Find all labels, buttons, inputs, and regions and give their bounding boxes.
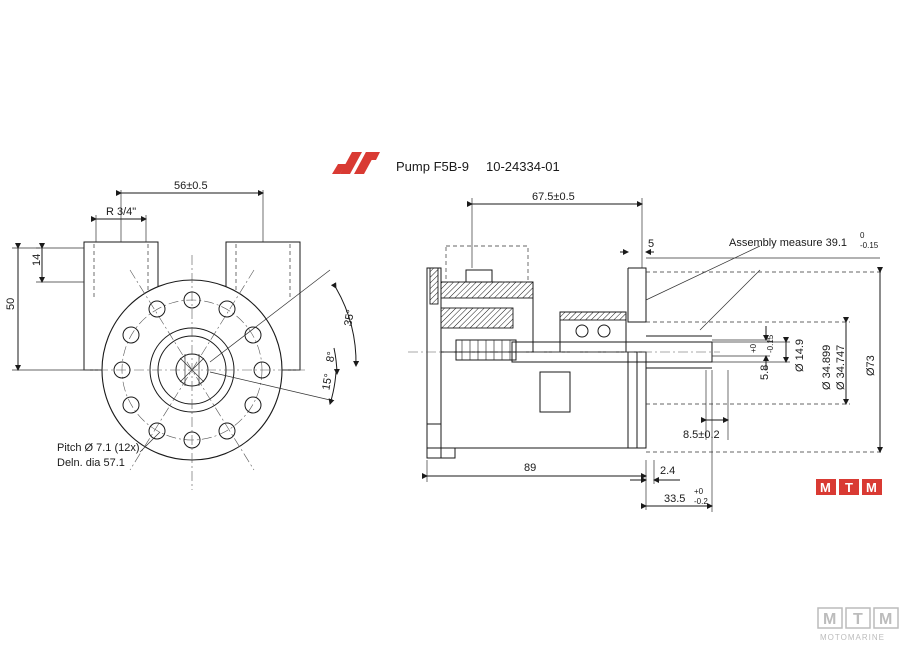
angle-8: 8° — [324, 351, 338, 363]
angle-35: 35° — [342, 309, 357, 327]
watermark-letter: T — [853, 611, 863, 628]
dim-89: 89 — [524, 462, 536, 474]
badge-letter: T — [845, 480, 853, 495]
side-section-view: 67.5±0.5 5 Assembly measure 39.1 0 -0.15… — [408, 191, 884, 512]
dim-height-50: 50 — [5, 298, 17, 310]
watermark-subtitle: MOTOMARINE — [820, 633, 885, 642]
brand-logo — [332, 152, 380, 174]
bolt-hole — [218, 300, 236, 318]
cover-hidden — [445, 245, 529, 283]
dim-length-67-5: 67.5±0.5 — [532, 191, 575, 203]
bolt-hole — [122, 326, 140, 344]
dim-5-8-tol-lower: -0.15 — [766, 334, 775, 353]
cover-screw — [465, 269, 493, 283]
assembly-tol-lower: -0.15 — [860, 241, 879, 250]
motomarine-watermark: M T M MOTOMARINE — [817, 607, 899, 642]
dim-port-spacing: 56±0.5 — [174, 180, 208, 192]
dim-shaft-dia: Ø 14.9 — [794, 339, 806, 372]
badge-letter: M — [820, 480, 831, 495]
front-view: 56±0.5 R 3/4" 14 50 35° 8° 15° Pitch Ø 7… — [5, 180, 360, 490]
dim-height-14: 14 — [31, 254, 43, 266]
drive-bracket — [627, 267, 647, 323]
deln-note: Deln. dia 57.1 — [57, 457, 125, 469]
dim-33-5-tol-upper: +0 — [694, 487, 704, 496]
dim-2-4: 2.4 — [660, 465, 675, 477]
dim-bore-max: Ø 34.899 — [821, 345, 833, 390]
mtm-badge: M T M — [816, 479, 882, 495]
dim-5-8-tol-upper: +0 — [749, 343, 758, 353]
bolt-hole — [148, 300, 166, 318]
dim-outer-dia: Ø73 — [865, 355, 877, 376]
dim-33-5: 33.5 — [664, 493, 685, 505]
watermark-letter: M — [823, 611, 836, 628]
bolt-hole — [218, 422, 236, 440]
bolt-hole — [148, 422, 166, 440]
housing-body — [440, 351, 638, 449]
dim-bore-min: Ø 34.747 — [835, 345, 847, 390]
bolt-hole — [122, 396, 140, 414]
part-number: 10-24334-01 — [486, 159, 560, 174]
watermark-letter: M — [879, 611, 892, 628]
dim-33-5-tol-lower: -0.2 — [694, 497, 708, 506]
pump-model-title: Pump F5B-9 — [396, 159, 469, 174]
dim-5-8: 5.8 — [759, 365, 771, 380]
bolt-hole — [244, 396, 262, 414]
dim-5: 5 — [648, 238, 654, 250]
assembly-tol-upper: 0 — [860, 231, 865, 240]
angle-15: 15° — [320, 373, 335, 391]
assembly-measure: Assembly measure 39.1 — [729, 237, 847, 249]
bolt-holes — [113, 291, 271, 449]
dim-thread: R 3/4" — [106, 206, 136, 218]
pitch-note: Pitch Ø 7.1 (12x) — [57, 442, 140, 454]
badge-letter: M — [866, 480, 877, 495]
dim-8-5: 8.5±0.2 — [683, 429, 720, 441]
